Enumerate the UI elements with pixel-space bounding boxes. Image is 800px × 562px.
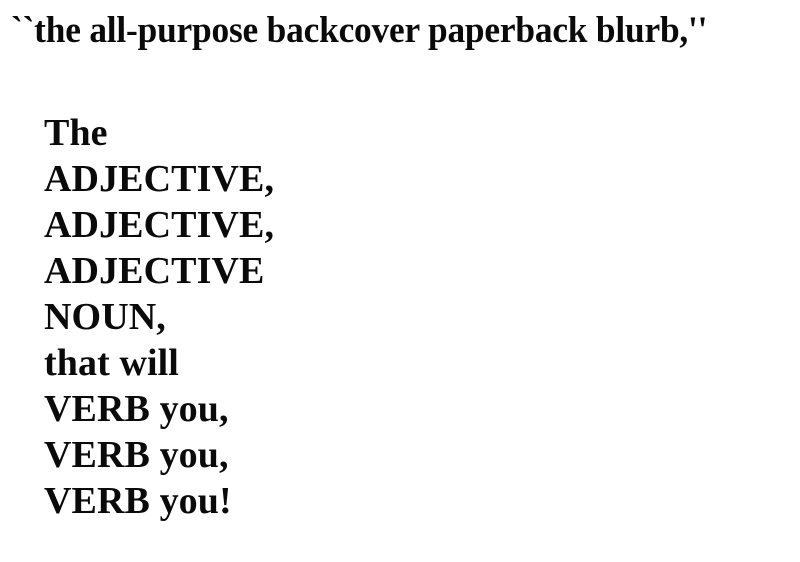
blurb-line: VERB you! xyxy=(44,480,232,522)
blurb-line: The xyxy=(44,112,108,154)
blurb-line: VERB you, xyxy=(44,388,229,430)
blurb-line: that will xyxy=(44,342,179,384)
blurb-template-block: The ADJECTIVE, ADJECTIVE, ADJECTIVE NOUN… xyxy=(44,110,744,524)
blurb-line: ADJECTIVE, xyxy=(44,204,275,246)
blurb-line: ADJECTIVE xyxy=(44,250,265,292)
blurb-line: NOUN, xyxy=(44,296,166,338)
blurb-line: ADJECTIVE, xyxy=(44,158,275,200)
page-title: ``the all-purpose backcover paperback bl… xyxy=(11,10,708,51)
blurb-line: VERB you, xyxy=(44,434,229,476)
